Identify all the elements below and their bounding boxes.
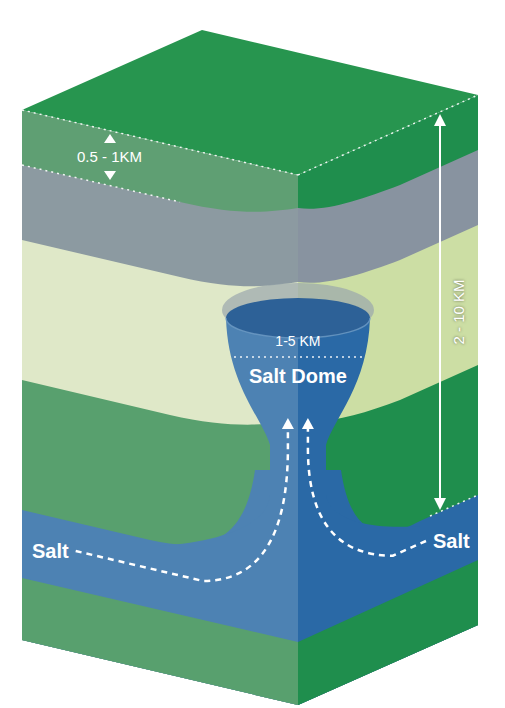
arrow-head	[282, 418, 294, 429]
salt-dome: 1-5 KM Salt Dome	[241, 330, 355, 418]
arrow-head	[302, 418, 314, 429]
salt-layer: Salt	[28, 537, 73, 565]
node-label: Salt	[32, 539, 69, 563]
thickness-dimension: 0.5 - 1KM	[77, 148, 142, 166]
node-label: Salt	[433, 529, 470, 553]
dimension-arrow	[104, 171, 116, 180]
salt-dome-shape	[160, 283, 420, 580]
flow-line	[76, 428, 288, 581]
dimension-label: 1-5 KM	[249, 332, 347, 350]
flow-arrow	[76, 418, 294, 581]
salt-layer: Salt	[429, 527, 474, 555]
left-face	[22, 110, 298, 705]
right-face	[298, 95, 478, 705]
node-label: Salt Dome	[249, 364, 347, 388]
flow-line	[308, 428, 426, 556]
dotted-guides	[22, 95, 478, 516]
depth-dimension: 2 - 10 KM	[450, 279, 468, 344]
dimension-arrow	[104, 134, 116, 143]
depth-arrow	[434, 114, 446, 510]
flow-arrow	[302, 418, 426, 556]
